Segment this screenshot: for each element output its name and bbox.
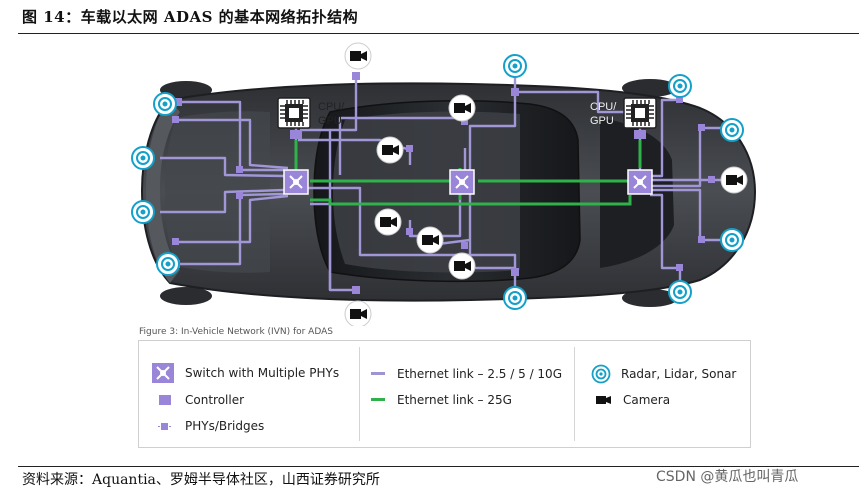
legend-item-radar: Radar, Lidar, Sonar [591,364,736,384]
legend-label: PHYs/Bridges [185,419,265,433]
cpu-label-line1: CPU/ [590,101,617,113]
legend-label: Ethernet link – 2.5 / 5 / 10G [397,367,562,381]
legend-item-switch: Switch with Multiple PHYs [151,362,339,384]
phy-node [172,238,179,245]
legend-item-eth-fast: Ethernet link – 25G [371,393,512,407]
radar-sensors [131,54,744,310]
camera-icon [374,208,402,236]
legend-item-eth-slow: Ethernet link – 2.5 / 5 / 10G [371,367,562,381]
phy-node [172,116,179,123]
radar-icon [503,286,527,310]
cpu-gpu-module-left: CPU/ GPU [277,97,345,139]
switch-left [283,169,309,195]
legend-item-controller: Controller [157,393,244,407]
legend-divider [359,347,360,441]
legend-label: Switch with Multiple PHYs [185,366,340,380]
radar-icon [668,280,692,304]
camera-icon [416,226,444,254]
phy-node [511,88,519,96]
radar-icon [720,228,744,252]
phy-node [461,118,468,125]
phy-node [352,72,360,80]
phy-node [236,192,243,199]
radar-icon [131,146,155,170]
switch-center [449,169,475,195]
figure-title: 图 14：车载以太网 ADAS 的基本网络拓扑结构 [22,8,359,26]
ethernet-links-fast [294,140,642,206]
legend: Switch with Multiple PHYs Controller PHY… [138,340,751,448]
phy-node [698,236,705,243]
phy-node [676,264,683,271]
camera-icon [344,300,372,326]
switch-right [627,169,653,195]
camera-icon [448,94,476,122]
bottom-rule [18,466,859,467]
ethernet-fast-line-icon [371,398,385,401]
radar-icon [591,364,611,384]
legend-item-camera: Camera [595,393,670,407]
cpu-label-line1: CPU/ [318,101,345,113]
radar-icon [153,92,177,116]
phy-node [236,166,243,173]
radar-icon [131,200,155,224]
figure-caption: Figure 3: In-Vehicle Network (IVN) for A… [139,327,333,337]
source-note: 资料来源：Aquantia、罗姆半导体社区，山西证券研究所 [22,472,380,488]
phy-node [708,176,715,183]
controller-icon [159,395,171,405]
radar-icon [503,54,527,78]
cpu-label-line2: GPU [590,115,614,127]
radar-icon [720,118,744,142]
radar-icon [668,74,692,98]
legend-label: Camera [623,393,671,407]
top-rule [18,33,859,34]
cameras [344,42,748,326]
camera-icon [448,252,476,280]
ethernet-slow-line-icon [371,372,385,375]
legend-label: Controller [185,393,245,407]
phy-node [406,228,413,235]
watermark: CSDN @黄瓜也叫青瓜 [656,469,799,485]
camera-icon [596,396,611,404]
legend-divider [574,347,575,441]
phy-icon [158,423,171,430]
legend-label: Radar, Lidar, Sonar [621,367,737,381]
cpu-label-line2: GPU [318,115,342,127]
phy-node [174,98,182,106]
legend-item-phy: PHYs/Bridges [157,419,264,433]
phy-node [698,124,705,131]
phy-node [676,96,683,103]
camera-icon [376,136,404,164]
phy-node [406,145,413,152]
phy-node [352,286,360,294]
legend-label: Ethernet link – 25G [397,393,512,407]
camera-icon [344,42,372,70]
phy-nodes [172,72,715,294]
cpu-gpu-module-right: CPU/ GPU [590,97,657,139]
switch-icon [152,363,174,383]
phy-node [511,268,519,276]
camera-icon [720,166,748,194]
phy-node [461,242,468,249]
radar-icon [156,252,180,276]
adas-network-diagram: CPU/ GPU CPU/ GPU [131,42,757,326]
